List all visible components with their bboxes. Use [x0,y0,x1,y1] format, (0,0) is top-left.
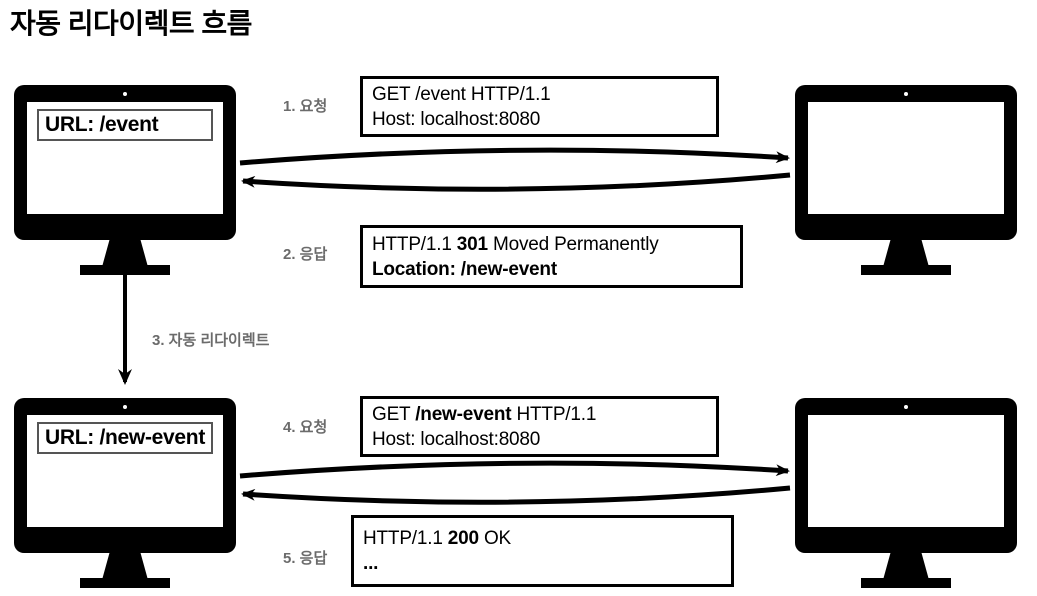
response-5-line-1: HTTP/1.1 200 OK [363,526,723,551]
monitor-stand-base [861,578,951,588]
monitor-stand-neck [883,237,929,267]
page-title: 자동 리다이렉트 흐름 [10,8,252,39]
request-1-line-2: Host: localhost:8080 [372,108,541,130]
arrow-response-bottom [241,485,791,505]
url-bar[interactable]: URL: /event [37,109,213,141]
monitor-bezel [795,398,1017,553]
monitor-screen [808,102,1004,214]
url-bar-text: URL: /event [45,113,159,136]
arrow-request-top [239,147,790,166]
response-2-location-header: Location: /new-event [372,258,557,280]
response-2-proto: HTTP/1.1 [372,233,457,255]
monitor-stand-neck [102,550,148,580]
response-2-status-text: Moved Permanently [487,233,659,255]
response-5-ellipsis: ... [363,553,379,574]
monitor-screen: URL: /event [27,102,223,214]
step-label-5: 5. 응답 [283,550,328,567]
response-2-status-code: 301 [456,233,488,255]
response-2-line-1: HTTP/1.1 301 Moved Permanently [372,232,732,257]
monitor-screen [808,415,1004,527]
request-4-path: /new-event [415,403,512,425]
server-monitor-bottom [795,398,1017,588]
response-5-proto: HTTP/1.1 [363,528,448,549]
monitor-stand-neck [883,550,929,580]
url-bar-text: URL: /new-event [45,426,206,449]
arrow-request-bottom [239,460,790,479]
message-box-response-5: HTTP/1.1 200 OK ... [351,515,734,587]
server-monitor-top [795,85,1017,275]
step-label-3: 3. 자동 리다이렉트 [152,332,270,349]
step-label-2: 2. 응답 [283,246,328,263]
step-label-1: 1. 요청 [283,98,328,115]
monitor-stand-neck [102,237,148,267]
client-monitor-bottom: URL: /new-event [14,398,236,588]
request-1-line-1: GET /event HTTP/1.1 [372,83,551,105]
message-box-request-4: GET /new-event HTTP/1.1 Host: localhost:… [360,396,719,457]
response-5-status-code: 200 [447,528,479,549]
monitor-stand-base [80,578,170,588]
request-4-line-1: GET /new-event HTTP/1.1 [372,402,708,427]
webcam-icon [123,405,127,409]
monitor-bezel: URL: /new-event [14,398,236,553]
response-5-status-text: OK [478,528,512,549]
monitor-stand-base [80,265,170,275]
step-label-4: 4. 요청 [283,419,328,436]
webcam-icon [904,405,908,409]
monitor-bezel: URL: /event [14,85,236,240]
request-4-version: HTTP/1.1 [511,403,597,425]
url-bar[interactable]: URL: /new-event [37,422,213,454]
message-box-response-2: HTTP/1.1 301 Moved Permanently Location:… [360,225,743,288]
monitor-screen: URL: /new-event [27,415,223,527]
request-4-line-2: Host: localhost:8080 [372,428,541,450]
message-box-request-1: GET /event HTTP/1.1 Host: localhost:8080 [360,76,719,137]
webcam-icon [904,92,908,96]
client-monitor-top: URL: /event [14,85,236,275]
monitor-bezel [795,85,1017,240]
monitor-stand-base [861,265,951,275]
arrow-response-top [241,172,791,192]
request-4-method: GET [372,403,416,425]
webcam-icon [123,92,127,96]
